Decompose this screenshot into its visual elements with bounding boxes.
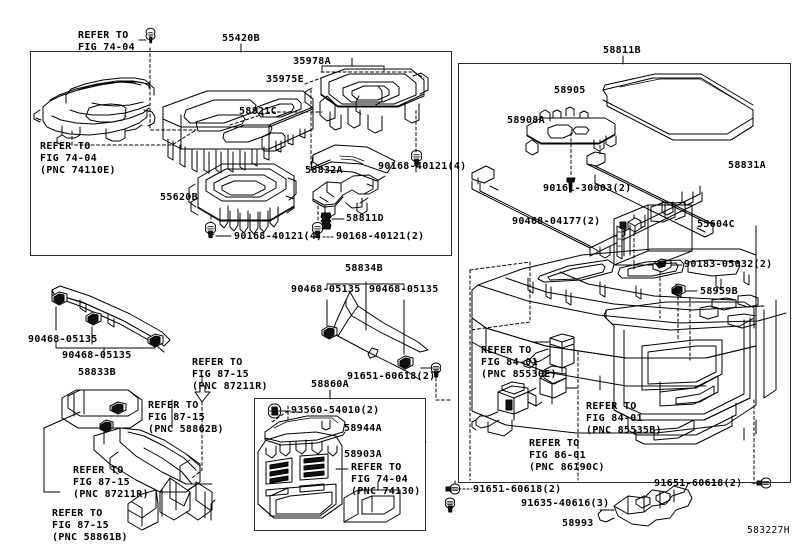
label-part-58833B: 58833B: [78, 367, 116, 378]
sheet-id: 583227H: [747, 525, 790, 536]
label-refer-84-01-pnc85530E: REFER TO FIG 84-01 (PNC 85530E): [481, 345, 557, 380]
label-refer-74-04-pnc74130: REFER TO FIG 74-04 (PNC 74130): [351, 462, 421, 497]
label-part-58944A: 58944A: [344, 423, 382, 434]
label-part-58811B: 58811B: [603, 45, 641, 56]
label-clip-90468-04177-2: 90468-04177(2): [512, 216, 601, 227]
label-refer-87-15-pnc58861B: REFER TO FIG 87-15 (PNC 58861B): [52, 508, 128, 543]
label-refer-74-04-pnc74110E: REFER TO FIG 74-04 (PNC 74110E): [40, 141, 116, 176]
label-part-58834B: 58834B: [345, 263, 383, 274]
label-refer-87-15-pnc87211R-mid: REFER TO FIG 87-15 (PNC 87211R): [73, 465, 149, 500]
label-part-55604C: 55604C: [697, 219, 735, 230]
label-clip-90468-05135-c: 90468-05135: [291, 284, 361, 295]
label-clip-90468-05135-b: 90468-05135: [62, 350, 132, 361]
label-clip-90468-05135-d: 90468-05135: [369, 284, 439, 295]
label-part-55420B: 55420B: [222, 33, 260, 44]
label-part-35975E: 35975E: [266, 74, 304, 85]
label-refer-84-01-pnc85535B: REFER TO FIG 84-01 (PNC 85535B): [586, 401, 662, 436]
label-refer-86-01-pnc86190C: REFER TO FIG 86-01 (PNC 86190C): [529, 438, 605, 473]
group-box-55420B: [30, 51, 452, 256]
group-box-58811B: [458, 63, 791, 483]
label-screw-93560-54010-2: 93560-54010(2): [291, 405, 380, 416]
label-part-58832A: 58832A: [305, 165, 343, 176]
label-clip-90468-05135-a: 90468-05135: [28, 334, 98, 345]
label-refer-87-15-pnc58862B: REFER TO FIG 87-15 (PNC 58862B): [148, 400, 224, 435]
label-part-35978A: 35978A: [293, 56, 331, 67]
label-part-58905: 58905: [554, 85, 586, 96]
label-part-58993: 58993: [562, 518, 594, 529]
label-part-58959B: 58959B: [700, 286, 738, 297]
label-refer-87-15-pnc87211R-top: REFER TO FIG 87-15 (PNC 87211R): [192, 357, 268, 392]
label-clip-90183-05032-2: 90183-05032(2): [684, 259, 773, 270]
label-bolt-90168-40121-2: 90168-40121(2): [336, 231, 425, 242]
label-screw-91635-40616-3: 91635-40616(3): [521, 498, 610, 509]
label-part-55620B: 55620B: [160, 192, 198, 203]
label-part-58903A: 58903A: [344, 449, 382, 460]
label-part-58821C: 58821C: [239, 106, 277, 117]
label-part-58860A: 58860A: [311, 379, 349, 390]
label-screw-91651-60618-2-br: 91651-60618(2): [654, 478, 743, 489]
label-bolt-90168-40121-4-left: 90168-40121(4): [234, 231, 323, 242]
label-bolt-90161-30003-2: 90161-30003(2): [543, 183, 632, 194]
label-part-58831A: 58831A: [728, 160, 766, 171]
label-bolt-90168-40121-4-right: 90168-40121(4): [378, 161, 467, 172]
label-screw-91651-60618-2-mid: 91651-60618(2): [347, 371, 436, 382]
label-refer-74-04-top: REFER TO FIG 74-04: [78, 30, 135, 53]
label-screw-91651-60618-2-bl: 91651-60618(2): [473, 484, 562, 495]
label-part-58811D: 58811D: [346, 213, 384, 224]
label-part-58908A: 58908A: [507, 115, 545, 126]
group-box-58860A: [254, 398, 426, 531]
